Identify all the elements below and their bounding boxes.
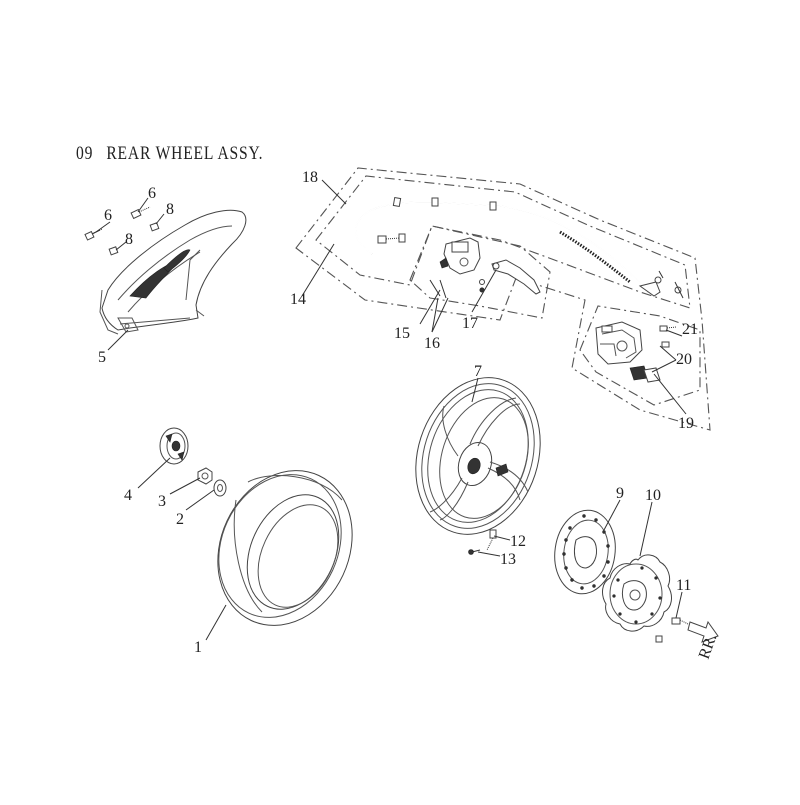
callout-10: 10	[645, 487, 661, 504]
part-3-axle-nut	[197, 467, 213, 485]
callout-2: 2	[176, 511, 184, 528]
callout-5: 5	[98, 349, 106, 366]
callout-8b: 8	[125, 231, 133, 248]
callout-13: 13	[500, 551, 516, 568]
part-11-disc-bolts	[655, 617, 689, 643]
callout-6b: 6	[148, 185, 156, 202]
callout-6a: 6	[104, 207, 112, 224]
callout-19: 19	[678, 415, 694, 432]
part-20-brake-pads	[629, 365, 661, 383]
part-1-tire	[217, 470, 353, 626]
diagram-title: 09 REAR WHEEL ASSY.	[76, 143, 276, 165]
part-19-brake-caliper	[595, 321, 643, 365]
callout-7: 7	[474, 363, 482, 380]
part-12-bolt	[486, 529, 497, 551]
rear-direction-arrow	[687, 620, 719, 643]
callout-18: 18	[302, 169, 318, 186]
callout-labels: 1 2 3 4 5 6 6 7 8 8 9 10 11 12 13 14 15 …	[98, 169, 720, 661]
part-17-brake-lever	[479, 259, 541, 295]
bolt-6-left	[84, 228, 103, 241]
section-number: 09	[76, 143, 94, 164]
callout-8a: 8	[166, 201, 174, 218]
part-7-wheel-rim	[415, 377, 541, 535]
part-18-brake-hose	[354, 196, 684, 299]
part-13-valve	[468, 549, 481, 555]
callout-11: 11	[676, 577, 691, 594]
part-2-washer	[213, 479, 227, 497]
part-5-rear-fender	[99, 209, 247, 335]
callout-1: 1	[194, 639, 202, 656]
callout-9: 9	[616, 485, 624, 502]
fender-bolts	[84, 206, 160, 256]
callout-14: 14	[290, 291, 306, 308]
callout-17: 17	[462, 315, 478, 332]
nut-8-lower	[108, 246, 119, 256]
brake-system-outlines	[295, 167, 711, 431]
callout-20: 20	[676, 351, 692, 368]
callout-15: 15	[394, 325, 410, 342]
part-16-master-cylinder	[429, 237, 481, 299]
callout-4: 4	[124, 487, 132, 504]
leader-lines	[95, 179, 687, 641]
callout-16: 16	[424, 335, 440, 352]
part-10-wave-disc	[602, 554, 672, 632]
part-4-hub-cover	[159, 427, 189, 465]
part-21-caliper-bolts	[659, 325, 677, 348]
banjo-bolts-upper	[377, 233, 406, 244]
section-title: REAR WHEEL ASSY.	[106, 143, 264, 164]
callout-12: 12	[510, 533, 526, 550]
part-9-brake-disc	[554, 509, 616, 595]
callout-3: 3	[158, 493, 166, 510]
callout-21: 21	[682, 321, 698, 338]
nut-8-upper	[149, 222, 160, 232]
